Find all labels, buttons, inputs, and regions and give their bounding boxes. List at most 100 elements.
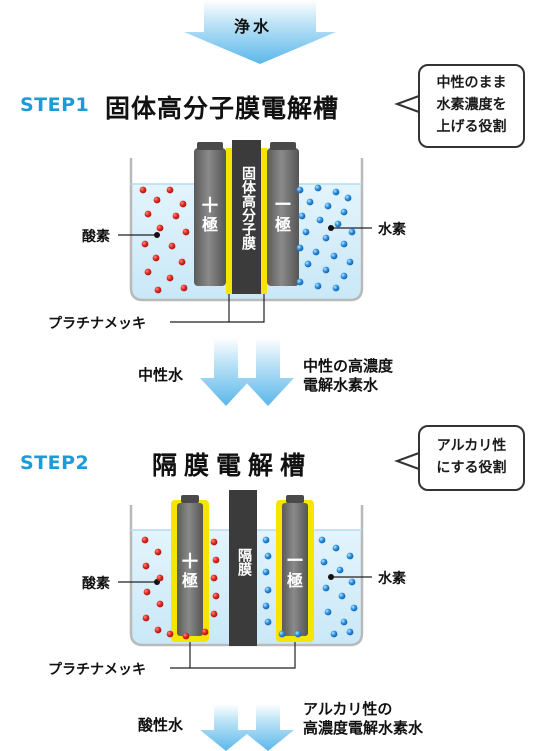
hydrogen-bubble (304, 260, 312, 268)
hydrogen-bubble (302, 228, 310, 236)
oxygen-bubble (144, 210, 152, 218)
oxygen-bubble (166, 274, 174, 282)
hydrogen-bubble (322, 234, 330, 242)
hydrogen-bubble (316, 216, 324, 224)
tank-2-plus-label: ＋ 極 (177, 549, 203, 590)
middle-arrow-left (200, 338, 252, 406)
hydrogen-bubble (262, 568, 270, 576)
hydrogen-bubble (306, 198, 314, 206)
callout-1-pointer (394, 95, 420, 113)
tank-2-membrane-text: 隔膜 (236, 548, 252, 576)
oxygen-bubble (180, 284, 188, 292)
hydrogen-bubble (298, 212, 306, 220)
output-line: アルカリ性の (303, 700, 393, 718)
oxygen-bubble (182, 228, 190, 236)
hydrogen-bubble (314, 282, 322, 290)
hydrogen-bubble (264, 618, 272, 626)
hydrogen-bubble (332, 188, 340, 196)
tank-2-hydrogen-label: 水素 (378, 571, 406, 587)
oxygen-bubble (153, 196, 161, 204)
step-1-output-left: 中性水 (138, 366, 184, 384)
oxygen-bubble (210, 538, 218, 546)
hydrogen-bubble (334, 220, 342, 228)
hydrogen-bubble (278, 630, 286, 638)
bottom-arrow-left (200, 704, 252, 751)
tank-2 (118, 490, 372, 669)
tank-1-wall (129, 158, 364, 302)
oxygen-bubble (141, 536, 149, 544)
hydrogen-bubble (340, 272, 348, 280)
oxygen-bubble (139, 186, 147, 194)
oxygen-bubble (210, 574, 218, 582)
minus-sign: ー (286, 551, 304, 572)
tank-2-membrane (229, 490, 257, 646)
electrode-char: 極 (201, 215, 218, 234)
electrode-char: 極 (286, 571, 303, 590)
output-line: 高濃度電解水素水 (303, 719, 424, 737)
oxygen-bubble (182, 632, 190, 640)
oxygen-bubble (166, 186, 174, 194)
oxygen-bubble (201, 628, 209, 636)
hydrogen-bubble (322, 266, 330, 274)
inflow-label: 浄水 (234, 17, 273, 36)
oxygen-bubble (212, 592, 220, 600)
bottom-arrow-right (242, 704, 294, 751)
hydrogen-bubble (314, 184, 322, 192)
hydrogen-bubble (332, 284, 340, 292)
oxygen-bubble (172, 212, 180, 220)
hydrogen-bubble (330, 252, 338, 260)
oxygen-bubble (168, 242, 176, 250)
hydrogen-bubble (320, 558, 328, 566)
hydrogen-bubble (264, 586, 272, 594)
hydrogen-bubble (294, 630, 302, 638)
hydrogen-bubble (332, 544, 340, 552)
tank-1-membrane-text: 固体高分子膜 (240, 166, 256, 250)
oxygen-bubble (154, 548, 162, 556)
tank-2-minus-label: ー 極 (282, 552, 308, 590)
output-line: 中性の高濃度 (303, 357, 394, 375)
hydrogen-bubble (340, 618, 348, 626)
hydrogen-bubble (346, 552, 354, 560)
oxygen-bubble (156, 600, 164, 608)
plus-sign: ＋ (200, 193, 220, 217)
step-2-callout: アルカリ性 にする役割 (418, 425, 525, 491)
oxygen-bubble (143, 588, 151, 596)
tank-1-platinum-label: プラチナメッキ (48, 316, 146, 332)
hydrogen-bubble (296, 278, 304, 286)
oxygen-bubble (210, 610, 218, 618)
plus-sign: ＋ (180, 549, 200, 573)
oxygen-bubble (154, 626, 162, 634)
hydrogen-bubble (346, 628, 354, 636)
step-1-label: STEP1 (20, 94, 90, 116)
minus-sign: ー (274, 195, 292, 216)
electrode-char: 極 (181, 571, 198, 590)
step-2-title: 隔膜電解槽 (152, 451, 313, 480)
callout-2-pointer (394, 452, 420, 470)
callout-line: 中性のまま (436, 75, 507, 91)
step-1-title: 固体高分子膜電解槽 (105, 94, 340, 123)
hydrogen-bubble (330, 630, 338, 638)
hydrogen-bubble (340, 208, 348, 216)
hydrogen-bubble (318, 536, 326, 544)
tank-2-platinum-label: プラチナメッキ (48, 662, 146, 678)
hydrogen-bubble (350, 604, 358, 612)
step-1-output-right: 中性の高濃度 電解水素水 (303, 357, 393, 395)
hydrogen-bubble (348, 228, 356, 236)
tank-2-oxygen-label: 酸素 (82, 576, 110, 592)
oxygen-bubble (156, 224, 164, 232)
tank-2-minus-electrode (282, 503, 308, 636)
hydrogen-bubble (312, 248, 320, 256)
electrode-char: 極 (274, 215, 291, 234)
tank-1 (118, 140, 372, 323)
tank-1-oxygen-label: 酸素 (82, 229, 110, 245)
step-1-callout: 中性のまま 水素濃度を 上げる役割 (418, 64, 525, 148)
hydrogen-bubble (324, 202, 332, 210)
oxygen-bubble (141, 240, 149, 248)
inflow-arrow (184, 0, 336, 64)
hydrogen-bubble (296, 244, 304, 252)
middle-arrow-right (242, 338, 294, 406)
callout-line: 上げる役割 (436, 119, 507, 135)
oxygen-bubble (178, 258, 186, 266)
hydrogen-bubble (336, 566, 344, 574)
